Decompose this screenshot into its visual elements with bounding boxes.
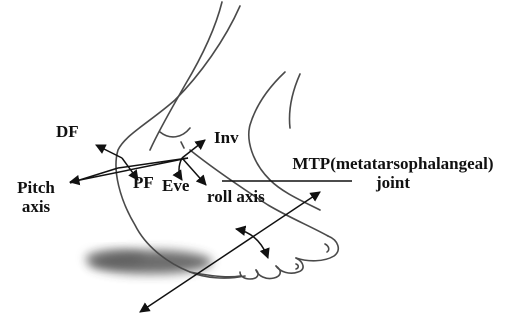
label-df: DF <box>56 122 79 141</box>
label-mtp-line2: joint <box>282 173 504 192</box>
ground-shadow <box>85 250 212 274</box>
mtp-rotation-arrow <box>236 229 268 258</box>
toe-4 <box>240 270 258 279</box>
label-pitch-axis-line1: Pitch <box>10 178 62 197</box>
leg-front-contour <box>150 2 222 150</box>
label-eve: Eve <box>162 176 189 195</box>
inv-arrow <box>182 140 205 158</box>
toe-nail-2 <box>296 264 298 269</box>
toe-nail <box>325 244 329 252</box>
label-pf: PF <box>133 173 154 192</box>
label-inv: Inv <box>214 128 239 147</box>
label-mtp-joint: MTP(metatarsophalangeal) joint <box>282 154 504 192</box>
label-pitch-axis-line2: axis <box>10 197 62 216</box>
pitch-axis-line-lower <box>70 168 118 183</box>
big-toe <box>296 236 338 261</box>
ankle-contour <box>160 128 190 137</box>
ankle-tick <box>181 142 184 148</box>
label-pitch-axis: Pitch axis <box>10 178 62 216</box>
rear-foot-contour-2 <box>289 74 300 128</box>
label-roll-axis: roll axis <box>207 187 265 206</box>
label-mtp-line1: MTP(metatarsophalangeal) <box>282 154 504 173</box>
